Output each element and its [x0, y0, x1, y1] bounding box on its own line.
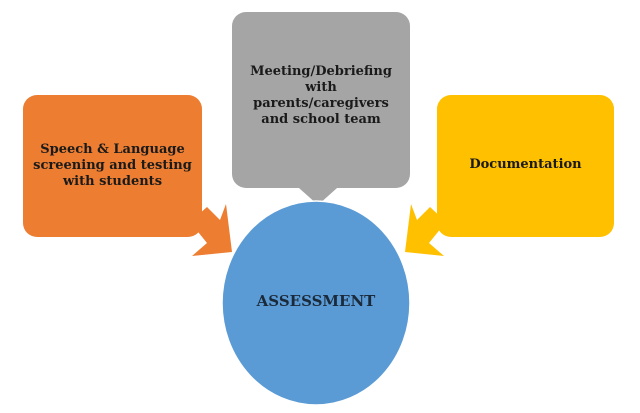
meeting-node: Meeting/Debriefing with parents/caregive… [232, 12, 410, 188]
meeting-label: Meeting/Debriefing with parents/caregive… [250, 64, 392, 127]
speech-language-label: Speech & Language screening and testing … [33, 142, 192, 189]
documentation-label: Documentation [469, 157, 582, 172]
documentation-node: Documentation [437, 95, 614, 237]
speech-language-node: Speech & Language screening and testing … [23, 95, 202, 237]
arrow-documentation-to-assessment [405, 204, 446, 256]
assessment-label: ASSESSMENT [256, 292, 376, 310]
assessment-circle [221, 200, 411, 406]
